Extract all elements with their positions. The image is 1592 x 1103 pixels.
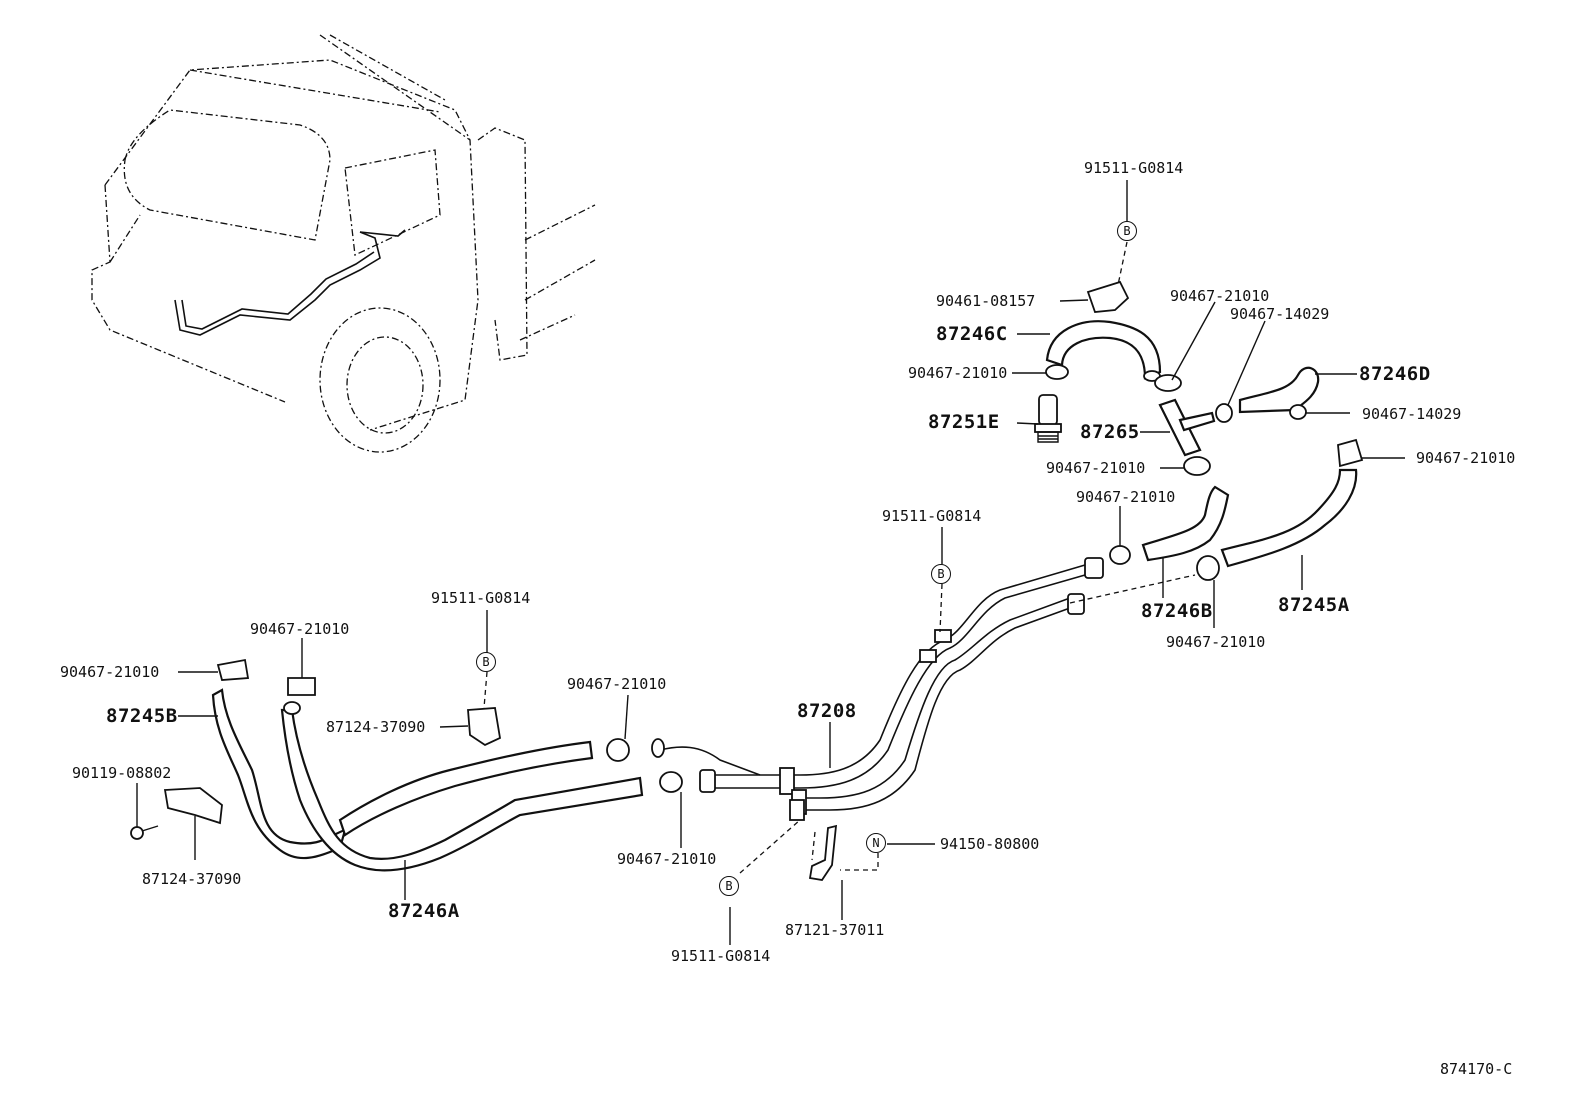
clamp-14029-a [1215,403,1233,423]
tee-87265 [1158,398,1202,457]
hose-87246c [1045,320,1162,380]
pipe-bundle-87208 [651,557,1104,815]
label-90467-b: 90467-21010 [1170,287,1270,305]
label-87246b: 87246B [1141,600,1213,622]
clip-87208 [789,799,805,821]
clamp-tee-top [1154,374,1182,392]
label-90461: 90461-08157 [936,292,1036,310]
marker-b-top: B [1117,221,1137,241]
label-87245b: 87245B [106,705,178,727]
label-90467-i: 90467-21010 [567,675,667,693]
label-87245a: 87245A [1278,594,1350,616]
marker-n: N [866,833,886,853]
leader-lines [136,180,1405,945]
clamp-87246a-top [287,677,316,696]
hose-87246a-upper [338,740,594,837]
label-90467-j: 90467-21010 [617,850,717,868]
figure-code: 874170-C [1440,1060,1513,1078]
label-87124-a: 87124-37090 [326,718,426,736]
label-90467-14029-b: 90467-14029 [1362,405,1462,423]
label-91511-bottom: 91511-G0814 [671,947,771,965]
hose-87245a [1220,468,1358,568]
clamp-87246c-left [1045,364,1069,380]
label-90467-e: 90467-21010 [1076,488,1176,506]
label-87265: 87265 [1080,421,1140,443]
bracket-87121 [808,824,838,881]
clamp-14029-b [1289,404,1307,420]
label-94150: 94150-80800 [940,835,1040,853]
label-90467-d: 90467-21010 [1416,449,1516,467]
clamp-87245b-top [216,658,250,681]
clamp-90461 [1086,280,1130,313]
clamp-tee-bottom [1183,456,1211,476]
label-90467-14029-a: 90467-14029 [1230,305,1330,323]
clamp-87124-a [467,707,502,747]
hose-87246d [1238,366,1320,414]
hose-87246a [280,708,644,872]
label-90467-a: 90467-21010 [908,364,1008,382]
clamp-87246b-right [1196,555,1220,581]
tee-87265-branch [1178,411,1216,432]
clamp-87246b-left [1109,545,1131,565]
marker-b-mid: B [931,564,951,584]
label-87246c: 87246C [936,323,1008,345]
clamp-87246a-right-a [606,738,630,762]
bolt-90119 [130,826,144,840]
label-90467-f: 90467-21010 [1166,633,1266,651]
marker-b-left: B [476,652,496,672]
label-90119: 90119-08802 [72,764,172,782]
clamp-87246a-right-b [659,771,683,793]
label-87124-b: 87124-37090 [142,870,242,888]
label-90467-h: 90467-21010 [60,663,160,681]
label-91511-top: 91511-G0814 [1084,159,1184,177]
marker-b-bottom: B [719,876,739,896]
bracket-87124-b [163,787,223,825]
label-90467-c: 90467-21010 [1046,459,1146,477]
truck-hose-routing [174,229,406,336]
hose-87246b [1141,485,1230,562]
label-87208: 87208 [797,700,857,722]
label-87246a: 87246A [388,900,460,922]
label-87121: 87121-37011 [785,921,885,939]
truck-illustration [91,34,596,453]
label-90467-g: 90467-21010 [250,620,350,638]
fitting-87251e [1034,394,1062,443]
label-91511-left: 91511-G0814 [431,589,531,607]
clamp-87245a-top [1337,438,1364,468]
label-87246d: 87246D [1359,363,1431,385]
label-91511-mid: 91511-G0814 [882,507,982,525]
label-87251e: 87251E [928,411,1000,433]
